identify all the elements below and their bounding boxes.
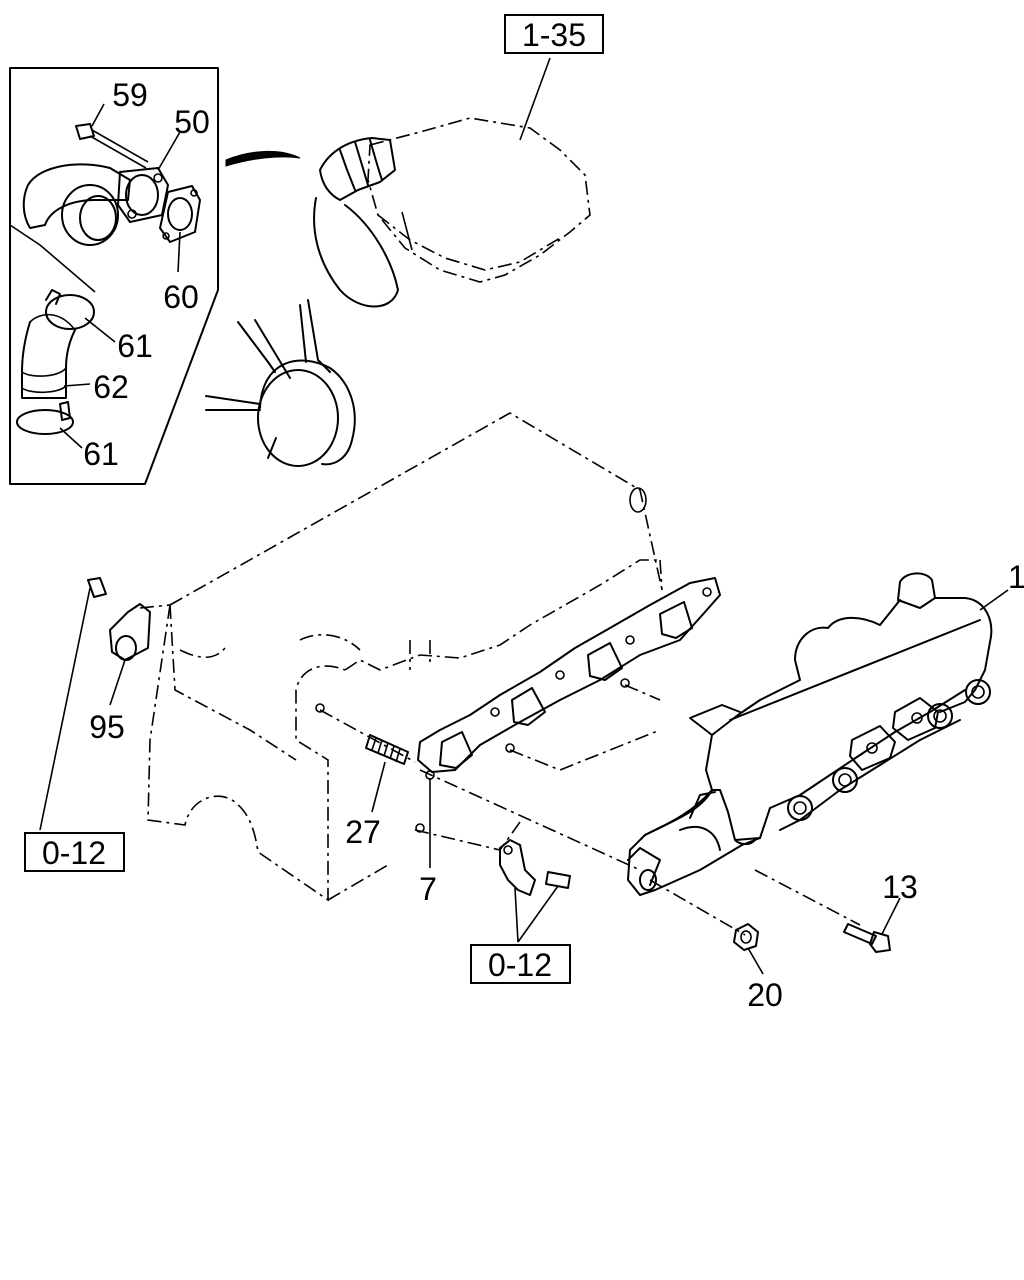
part-label-59: 59 bbox=[112, 77, 148, 113]
bolt-59 bbox=[75, 123, 149, 169]
ref-label-1-35: 1-35 bbox=[522, 17, 586, 53]
bracket-95 bbox=[87, 577, 171, 661]
nut-20 bbox=[733, 923, 759, 951]
ref-label-0-12-bottom: 0-12 bbox=[488, 947, 552, 983]
part-label-20: 20 bbox=[747, 977, 783, 1013]
gasket-60 bbox=[159, 185, 201, 243]
hose-clamp-lower bbox=[16, 401, 74, 435]
part-label-60: 60 bbox=[163, 279, 199, 315]
cooling-fan bbox=[205, 299, 356, 467]
part-label-50: 50 bbox=[174, 104, 210, 140]
hose-clamp-upper bbox=[45, 289, 95, 330]
part-label-61-lower: 61 bbox=[83, 436, 119, 472]
air-cleaner-housing bbox=[313, 117, 591, 308]
pointer-arrow bbox=[225, 150, 301, 167]
part-label-1: 1 bbox=[1008, 559, 1024, 595]
ref-label-0-12-left: 0-12 bbox=[42, 835, 106, 871]
engine-block bbox=[147, 412, 663, 902]
part-label-62: 62 bbox=[93, 369, 129, 405]
lower-bracket bbox=[499, 839, 571, 896]
inset-panel bbox=[9, 67, 219, 485]
hose-62 bbox=[21, 313, 76, 399]
part-label-61-upper: 61 bbox=[117, 328, 153, 364]
part-label-7: 7 bbox=[419, 871, 437, 907]
elbow-pipe-flange bbox=[22, 163, 169, 246]
ref-box-1-35[interactable]: 1-35 bbox=[504, 14, 604, 54]
exhaust-manifold-1 bbox=[627, 572, 993, 896]
bolt-13 bbox=[843, 923, 891, 953]
part-label-27: 27 bbox=[345, 814, 381, 850]
part-label-95: 95 bbox=[89, 709, 125, 745]
stud-27 bbox=[365, 734, 409, 765]
ref-box-0-12-left[interactable]: 0-12 bbox=[24, 832, 125, 872]
manifold-gasket-7 bbox=[417, 577, 721, 780]
ref-box-0-12-bottom[interactable]: 0-12 bbox=[470, 944, 571, 984]
part-label-13: 13 bbox=[882, 869, 918, 905]
